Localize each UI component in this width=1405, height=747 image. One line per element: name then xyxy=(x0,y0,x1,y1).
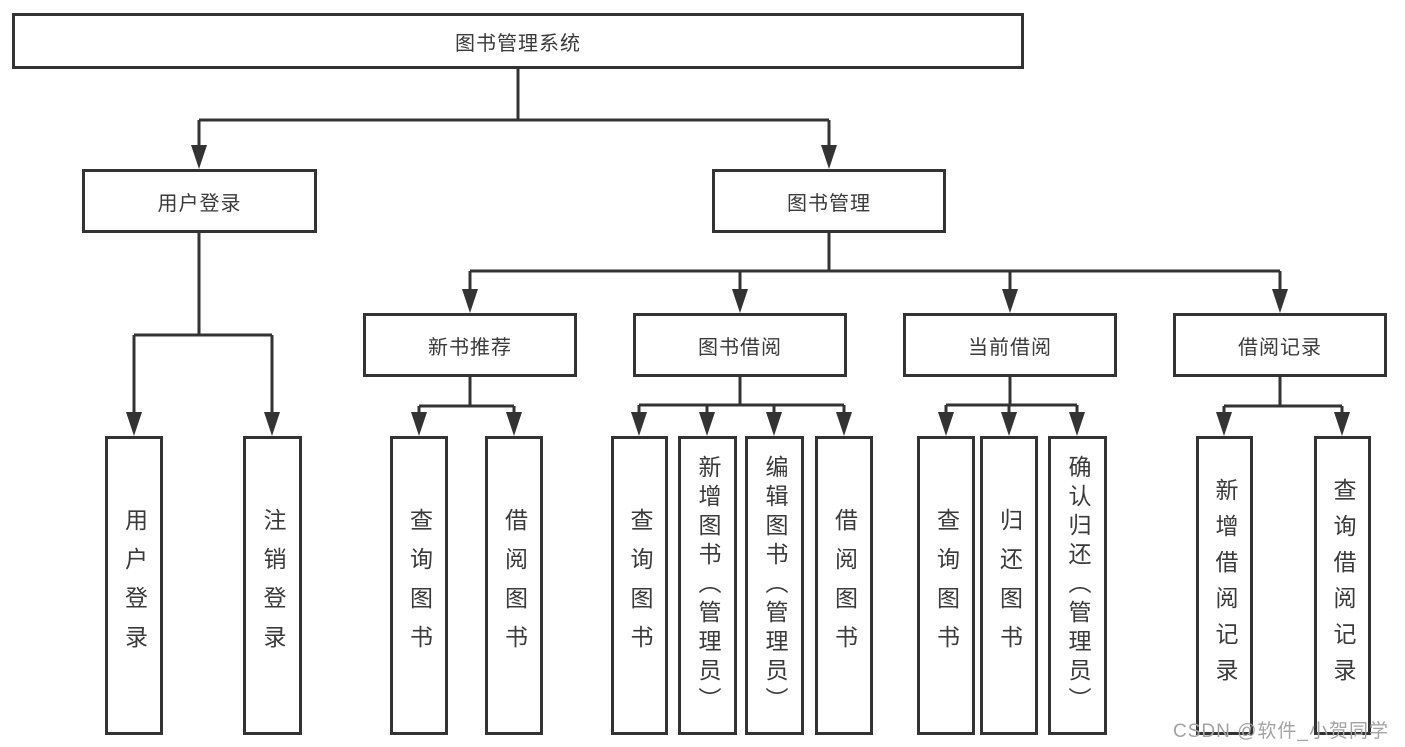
node-new-book-recommend: 新书推荐 xyxy=(363,313,577,377)
leaf-borrow-books-recommend-label: 借阅图书 xyxy=(501,507,528,664)
leaf-query-books-recommend-label: 查询图书 xyxy=(406,507,433,664)
node-borrowing-records-label: 借阅记录 xyxy=(1238,336,1322,359)
leaf-query-books-borrow: 查询图书 xyxy=(611,436,668,735)
leaf-add-book-admin-label: 新增图书（管理员） xyxy=(695,455,721,716)
leaf-logout: 注销登录 xyxy=(243,436,302,735)
leaf-return-books: 归还图书 xyxy=(980,436,1038,735)
leaf-user-login-label: 用户登录 xyxy=(121,507,148,664)
node-book-borrowing: 图书借阅 xyxy=(633,313,847,377)
leaf-edit-book-admin-label: 编辑图书（管理员） xyxy=(762,455,788,716)
connector-borrow-to-leaves xyxy=(637,377,846,414)
connector-newbook-to-leaves xyxy=(417,377,516,414)
leaf-borrow-books-label: 借阅图书 xyxy=(831,507,858,664)
leaf-confirm-return-admin: 确认归还（管理员） xyxy=(1048,436,1107,735)
node-book-borrowing-label: 图书借阅 xyxy=(698,336,782,359)
leaf-query-books-current: 查询图书 xyxy=(917,436,975,735)
connector-bookmgmt-to-level3 xyxy=(468,233,1282,290)
node-borrowing-records: 借阅记录 xyxy=(1173,313,1387,377)
node-book-management-label: 图书管理 xyxy=(787,192,871,215)
leaf-query-borrow-record: 查询借阅记录 xyxy=(1314,436,1371,735)
leaf-edit-book-admin: 编辑图书（管理员） xyxy=(745,436,804,735)
node-user-login-label: 用户登录 xyxy=(157,192,242,215)
leaf-query-books-current-label: 查询图书 xyxy=(933,507,960,664)
leaf-query-borrow-record-label: 查询借阅记录 xyxy=(1330,477,1356,694)
leaf-logout-label: 注销登录 xyxy=(260,507,286,664)
connector-current-to-leaves xyxy=(944,377,1079,414)
leaf-add-borrow-record: 新增借阅记录 xyxy=(1196,436,1253,735)
node-root-label: 图书管理系统 xyxy=(455,32,581,55)
leaf-query-books-recommend: 查询图书 xyxy=(390,436,448,735)
node-new-book-recommend-label: 新书推荐 xyxy=(428,336,512,359)
csdn-watermark: CSDN @软件_小贺同学 xyxy=(1173,721,1389,742)
leaf-return-books-label: 归还图书 xyxy=(996,507,1023,664)
leaf-query-books-borrow-label: 查询图书 xyxy=(627,507,653,664)
leaf-confirm-return-admin-label: 确认归还（管理员） xyxy=(1065,455,1091,716)
connector-userlogin-to-leaves xyxy=(132,233,274,413)
node-book-management: 图书管理 xyxy=(712,169,946,233)
leaf-borrow-books-recommend: 借阅图书 xyxy=(485,436,543,735)
node-root-system: 图书管理系统 xyxy=(12,13,1024,69)
leaf-add-book-admin: 新增图书（管理员） xyxy=(678,436,737,735)
leaf-add-borrow-record-label: 新增借阅记录 xyxy=(1212,477,1238,694)
node-user-login: 用户登录 xyxy=(82,169,317,233)
leaf-user-login: 用户登录 xyxy=(105,436,163,735)
arrowheads xyxy=(126,145,1350,436)
connector-records-to-leaves xyxy=(1222,377,1344,414)
leaf-borrow-books: 借阅图书 xyxy=(815,436,873,735)
node-current-borrowing-label: 当前借阅 xyxy=(968,336,1052,359)
connector-root-to-level2 xyxy=(197,69,831,146)
node-current-borrowing: 当前借阅 xyxy=(903,313,1117,377)
